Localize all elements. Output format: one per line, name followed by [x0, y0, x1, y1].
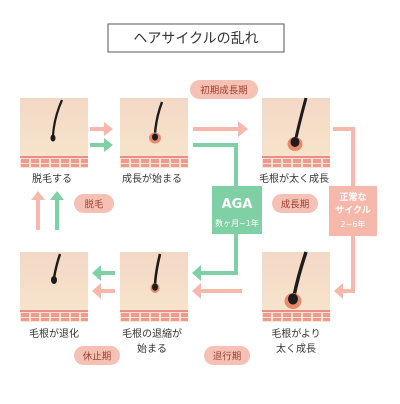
tile-grows-thick [262, 97, 330, 168]
arrow-shedding-to-growth-start [90, 122, 113, 136]
hair-strand [153, 253, 162, 285]
label-shrink-start-1: 毛根の退縮が [122, 327, 182, 340]
arrow-shrink-to-regress [92, 265, 115, 299]
pill-regression-label: 退行期 [213, 351, 242, 363]
hair-strand [52, 253, 62, 279]
normal-cycle-line2: サイクル [335, 205, 371, 216]
pill-shedding: 脱毛 [74, 194, 114, 213]
title-text: ヘアサイクルの乱れ [133, 31, 258, 47]
hair-strand [292, 251, 308, 297]
aga-duration: 数ヶ月~1年 [215, 218, 259, 228]
label-root-regress: 毛根が退化 [29, 327, 79, 340]
label-grows-thicker-2: 太く成長 [276, 342, 316, 355]
normal-cycle-line1: 正常な [339, 191, 366, 203]
pill-shedding-label: 脱毛 [84, 199, 104, 211]
tile-root-regress [20, 252, 88, 322]
arrow-green-top-row [90, 138, 113, 152]
hair-root [50, 134, 56, 142]
pill-regression: 退行期 [204, 346, 250, 365]
tile-shrink-start [120, 252, 188, 322]
tile-growth-start [120, 98, 188, 168]
pill-growth-label: 成長期 [281, 199, 310, 211]
label-shedding: 脱毛する [32, 172, 72, 185]
hair-strand [51, 99, 64, 137]
pill-resting: 休止期 [74, 346, 120, 365]
label-grows-thick: 毛根が太く成長 [259, 172, 329, 185]
arrow-thicker-to-shrink [192, 283, 242, 299]
aga-box: AGA 数ヶ月~1年 [212, 186, 262, 234]
tile-grows-thicker [262, 251, 330, 322]
hair-root [51, 276, 57, 284]
aga-title: AGA [222, 197, 253, 212]
pill-initial-growth-label: 初期成長期 [200, 85, 248, 97]
normal-cycle-duration: 2~6年 [341, 219, 366, 229]
arrow-growth-start-to-thick [193, 121, 248, 137]
title-box: ヘアサイクルの乱れ [107, 23, 285, 53]
label-shrink-start-2: 始まる [137, 342, 167, 355]
arrow-regress-to-shedding [31, 191, 64, 230]
label-grows-thicker-1: 毛根がより [271, 327, 320, 340]
hair-strand [153, 101, 164, 135]
label-growth-start: 成長が始まる [122, 172, 182, 185]
tile-shedding [20, 98, 88, 168]
normal-cycle-box: 正常な サイクル 2~6年 [329, 186, 377, 236]
pill-resting-label: 休止期 [83, 351, 112, 363]
hair-strand [294, 97, 308, 139]
pill-growth: 成長期 [272, 194, 318, 213]
pill-initial-growth: 初期成長期 [190, 80, 258, 99]
